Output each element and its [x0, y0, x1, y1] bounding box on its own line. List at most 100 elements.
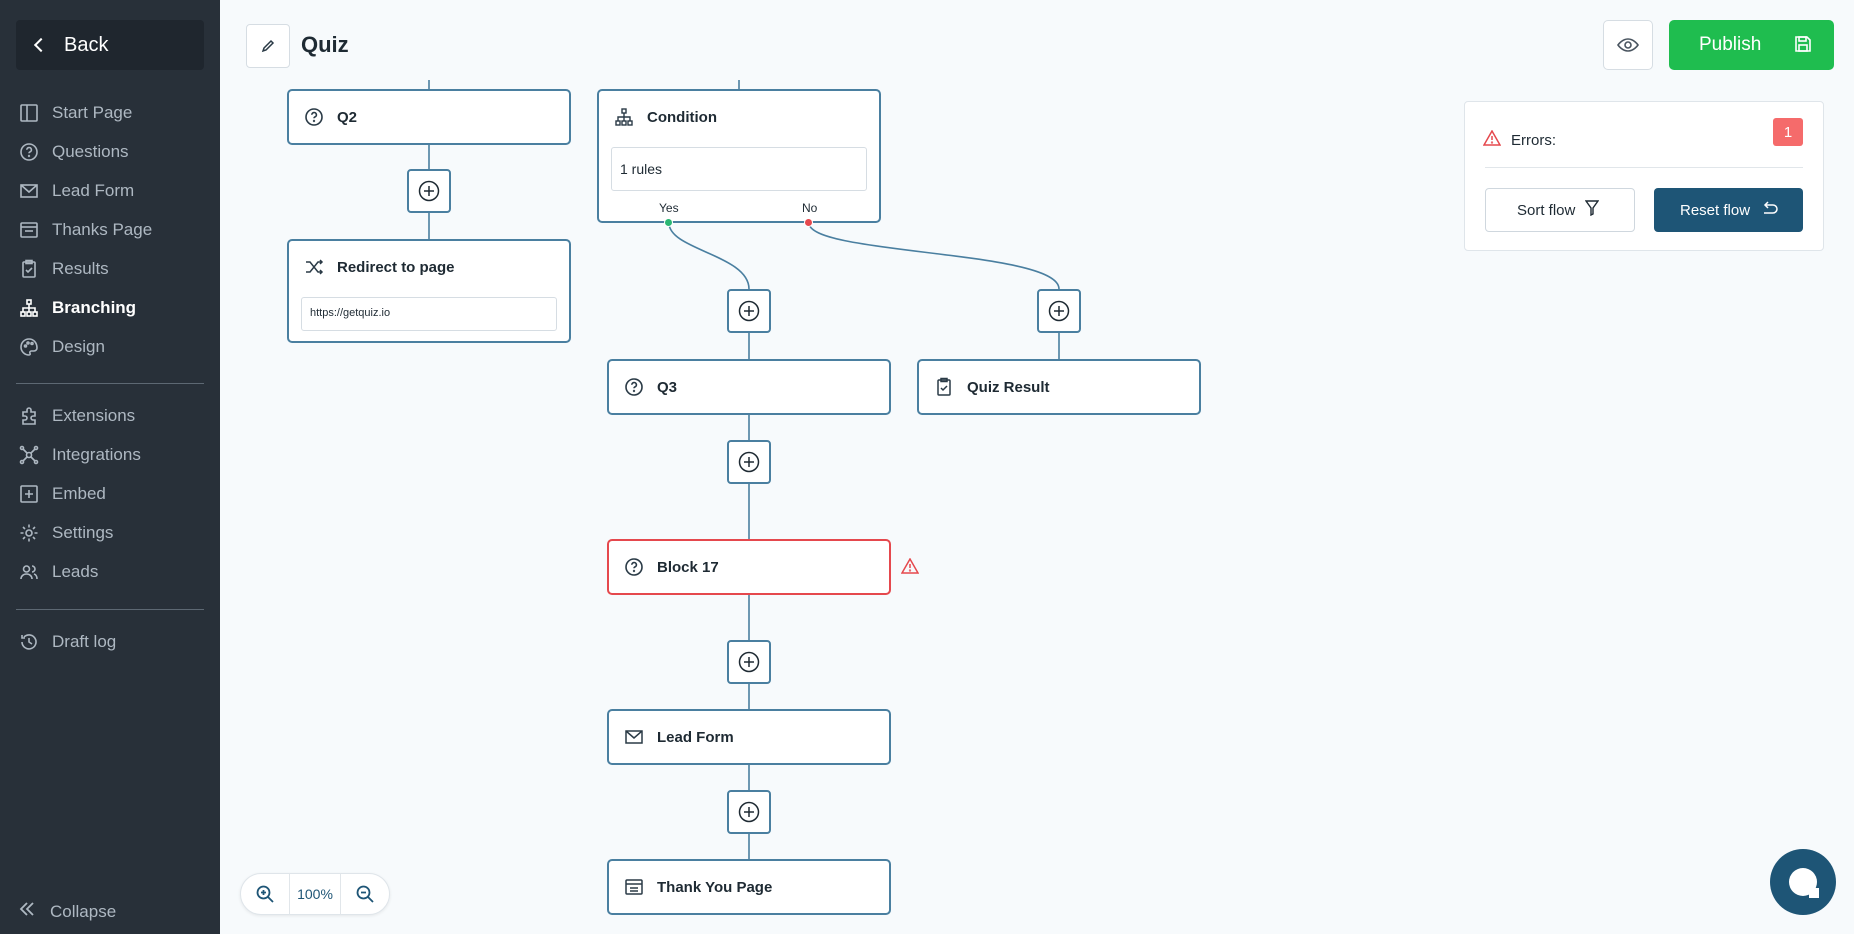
- flow-node-condition[interactable]: Condition 1 rules Yes No: [597, 89, 881, 223]
- preview-button[interactable]: [1603, 20, 1653, 70]
- sidebar-item-start-page[interactable]: Start Page: [0, 93, 220, 132]
- sidebar-item-settings[interactable]: Settings: [0, 513, 220, 552]
- flow-node-thank-you[interactable]: Thank You Page: [607, 859, 891, 915]
- sidebar-item-label: Leads: [52, 561, 99, 581]
- edit-title-button[interactable]: [246, 24, 290, 68]
- warning-icon[interactable]: [900, 557, 920, 579]
- flow-node-q3[interactable]: Q3: [607, 359, 891, 415]
- clipboard-icon: [18, 258, 40, 280]
- flow-node-redirect[interactable]: Redirect to page https://getquiz.io: [287, 239, 571, 343]
- chat-bubble-icon: [1789, 868, 1819, 898]
- sidebar-item-draft-log[interactable]: Draft log: [0, 622, 220, 661]
- reset-flow-button[interactable]: Reset flow: [1654, 188, 1803, 232]
- node-header: Q2: [303, 91, 357, 143]
- add-block-button[interactable]: [727, 640, 771, 684]
- sidebar-item-label: Design: [52, 336, 105, 356]
- plus-circle-icon: [1048, 300, 1070, 322]
- collapse-button[interactable]: Collapse: [18, 900, 116, 923]
- sort-flow-button[interactable]: Sort flow: [1485, 188, 1635, 232]
- integrations-icon: [18, 444, 40, 466]
- no-handle[interactable]: [804, 218, 813, 227]
- sidebar-item-label: Start Page: [52, 102, 133, 122]
- sort-flow-label: Sort flow: [1517, 201, 1576, 219]
- sidebar-item-thanks-page[interactable]: Thanks Page: [0, 210, 220, 249]
- layout-icon: [18, 102, 40, 124]
- redirect-url-input[interactable]: https://getquiz.io: [301, 297, 557, 331]
- eye-icon: [1617, 38, 1639, 52]
- page-title: Quiz: [301, 32, 349, 57]
- plus-circle-icon: [738, 651, 760, 673]
- flow-node-quiz-result[interactable]: Quiz Result: [917, 359, 1201, 415]
- sidebar-item-label: Branching: [52, 297, 137, 317]
- sidebar-divider: [16, 383, 204, 384]
- node-title: Lead Form: [657, 728, 734, 746]
- sidebar-divider: [16, 609, 204, 610]
- thanks-page-icon: [623, 876, 645, 898]
- branching-icon: [18, 297, 40, 319]
- add-block-button[interactable]: [727, 790, 771, 834]
- errors-row: Errors: 1: [1482, 118, 1803, 150]
- no-label: No: [802, 201, 818, 215]
- zoom-in-button[interactable]: [241, 873, 289, 915]
- flow-node-q2[interactable]: Q2: [287, 89, 571, 145]
- sidebar-item-label: Extensions: [52, 405, 136, 425]
- sidebar-item-results[interactable]: Results: [0, 249, 220, 288]
- publish-label: Publish: [1699, 34, 1762, 55]
- zoom-out-button[interactable]: [341, 873, 389, 915]
- chat-widget-button[interactable]: [1770, 849, 1836, 915]
- publish-button[interactable]: Publish: [1669, 20, 1834, 70]
- nav-main: Start Page Questions Lead Form Thanks Pa…: [0, 93, 220, 366]
- add-block-button[interactable]: [727, 440, 771, 484]
- flow-node-lead-form[interactable]: Lead Form: [607, 709, 891, 765]
- back-label: Back: [64, 33, 109, 56]
- sidebar-item-integrations[interactable]: Integrations: [0, 435, 220, 474]
- node-title: Redirect to page: [337, 258, 455, 276]
- sidebar-item-extensions[interactable]: Extensions: [0, 396, 220, 435]
- sidebar-item-lead-form[interactable]: Lead Form: [0, 171, 220, 210]
- sidebar-item-embed[interactable]: Embed: [0, 474, 220, 513]
- node-title: Q3: [657, 378, 678, 396]
- plus-circle-icon: [738, 801, 760, 823]
- zoom-in-icon: [256, 885, 274, 903]
- node-title: Condition: [647, 108, 717, 126]
- question-circle-icon: [18, 141, 40, 163]
- sidebar-item-label: Integrations: [52, 444, 141, 464]
- error-count-badge[interactable]: 1: [1773, 118, 1803, 146]
- question-circle-icon: [303, 106, 325, 128]
- flow-node-block17[interactable]: Block 17: [607, 539, 891, 595]
- add-block-button[interactable]: [727, 289, 771, 333]
- plus-circle-icon: [738, 451, 760, 473]
- zoom-out-icon: [356, 885, 374, 903]
- save-icon: [1794, 35, 1812, 59]
- plus-circle-icon: [738, 300, 760, 322]
- reset-flow-label: Reset flow: [1680, 201, 1751, 219]
- node-header: Lead Form: [623, 711, 734, 763]
- errors-label: Errors:: [1511, 131, 1556, 149]
- question-circle-icon: [623, 556, 645, 578]
- condition-rules[interactable]: 1 rules: [611, 147, 867, 191]
- sidebar-item-design[interactable]: Design: [0, 327, 220, 366]
- errors-panel: Errors: 1 Sort flow Reset flow: [1464, 101, 1824, 251]
- double-chevron-left-icon: [18, 900, 36, 923]
- sidebar-item-questions[interactable]: Questions: [0, 132, 220, 171]
- sidebar-item-label: Embed: [52, 483, 106, 503]
- nav-tertiary: Draft log: [0, 622, 220, 661]
- sidebar-item-leads[interactable]: Leads: [0, 552, 220, 591]
- sidebar-item-branching[interactable]: Branching: [0, 288, 220, 327]
- nav-secondary: Extensions Integrations Embed Settings L…: [0, 396, 220, 591]
- node-header: Thank You Page: [623, 861, 772, 913]
- envelope-icon: [623, 726, 645, 748]
- branching-icon: [613, 106, 635, 128]
- node-header: Redirect to page: [303, 241, 455, 293]
- sidebar: Back Start Page Questions Lead Form Than…: [0, 0, 220, 934]
- back-button[interactable]: Back: [16, 20, 204, 70]
- zoom-controls: 100%: [240, 873, 390, 915]
- yes-handle[interactable]: [664, 218, 673, 227]
- add-block-button[interactable]: [407, 169, 451, 213]
- node-header: Condition: [613, 91, 717, 143]
- add-block-button[interactable]: [1037, 289, 1081, 333]
- yes-label: Yes: [659, 201, 679, 215]
- node-header: Q3: [623, 361, 677, 413]
- node-title: Quiz Result: [967, 378, 1050, 396]
- collapse-label: Collapse: [50, 901, 117, 921]
